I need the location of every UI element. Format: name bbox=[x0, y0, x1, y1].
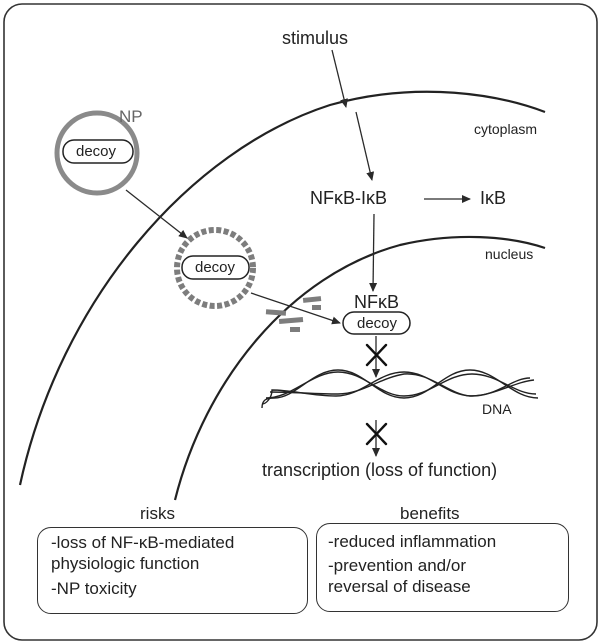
stimulus-label: stimulus bbox=[282, 28, 349, 48]
block-mark-binding bbox=[365, 343, 388, 367]
nfkb-label: NFκB bbox=[354, 292, 399, 312]
arrow-to-complex bbox=[355, 111, 375, 181]
nucleus-label: nucleus bbox=[485, 246, 534, 262]
ikb-label: IκB bbox=[480, 188, 507, 208]
benefits-box: -reduced inflammation -prevention and/or… bbox=[316, 523, 569, 612]
benefit-item: -prevention and/or bbox=[328, 556, 466, 575]
decoy-capsule-bound bbox=[342, 311, 411, 335]
transcription-label: transcription (loss of function) bbox=[262, 460, 498, 480]
np-fragments bbox=[265, 296, 322, 332]
arrow-to-nucleus bbox=[369, 213, 378, 292]
arrow-stimulus bbox=[331, 49, 348, 108]
block-mark-transcription bbox=[365, 422, 388, 446]
nanoparticle bbox=[54, 110, 140, 196]
decoy-label-bound: decoy bbox=[357, 315, 398, 332]
np-label: NP bbox=[119, 107, 143, 126]
arrow-decoy-release bbox=[250, 292, 341, 325]
risk-item: -loss of NF-κB-mediated bbox=[51, 533, 235, 552]
arrow-np-uptake bbox=[125, 189, 188, 239]
risks-box: -loss of NF-κB-mediated physiologic func… bbox=[37, 527, 308, 614]
risk-item: -NP toxicity bbox=[51, 579, 137, 598]
nuclear-envelope bbox=[173, 235, 546, 501]
decoy-label-np: decoy bbox=[76, 143, 117, 160]
risks-title: risks bbox=[140, 504, 175, 523]
cell-membrane bbox=[18, 90, 546, 486]
risk-item: physiologic function bbox=[51, 554, 200, 573]
benefits-title: benefits bbox=[400, 504, 460, 523]
nfkb-ikb-complex-label: NFκB-IκB bbox=[310, 188, 388, 208]
dna-label: DNA bbox=[482, 401, 512, 417]
dna-helix bbox=[261, 369, 539, 409]
degrading-nanoparticle bbox=[174, 227, 256, 309]
decoy-capsule-released bbox=[181, 255, 250, 280]
decoy-label-released: decoy bbox=[195, 259, 236, 276]
benefit-item: reversal of disease bbox=[328, 577, 471, 596]
decoy-capsule-np bbox=[62, 139, 134, 164]
outer-frame bbox=[3, 3, 598, 641]
benefit-item: -reduced inflammation bbox=[328, 532, 497, 551]
cytoplasm-label: cytoplasm bbox=[474, 121, 538, 137]
